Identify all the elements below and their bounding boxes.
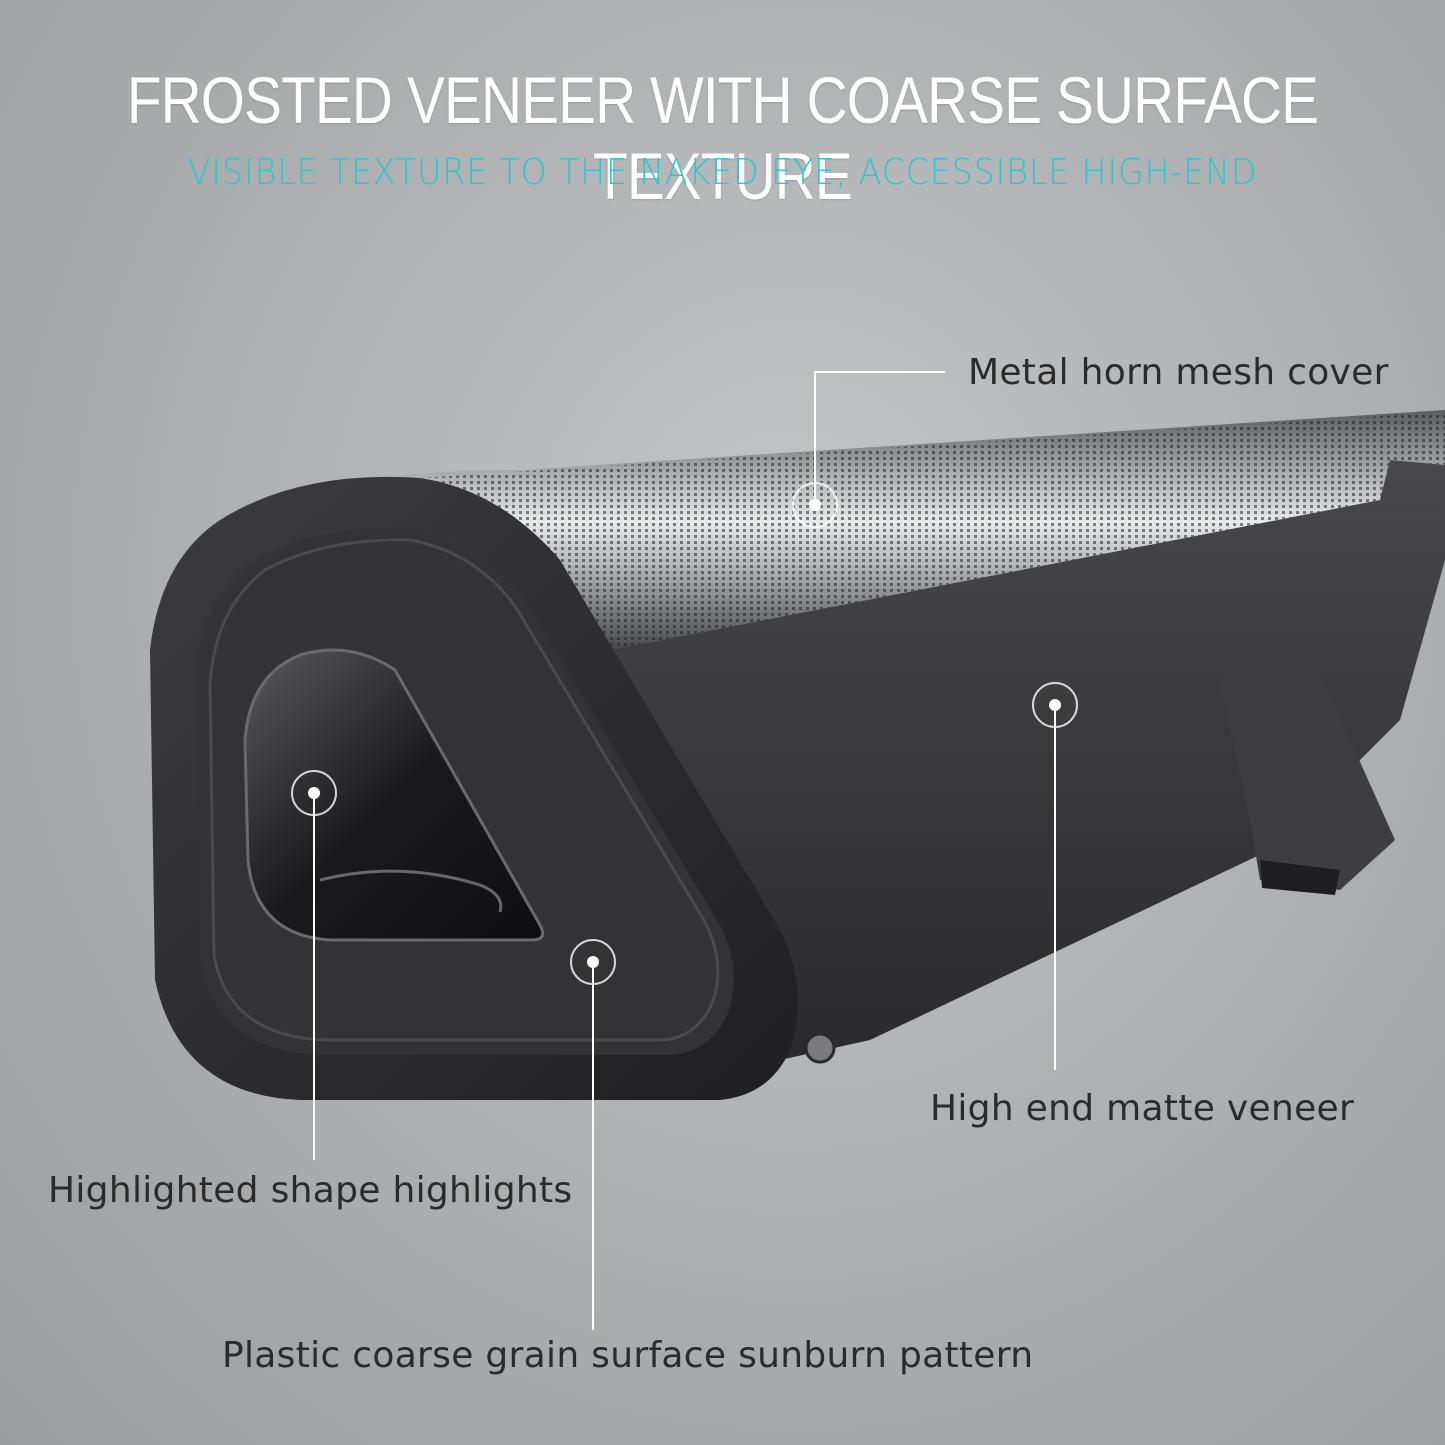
callout-matte-veneer: High end matte veneer <box>930 1088 1355 1129</box>
callout-shape-highlights: Highlighted shape highlights <box>48 1170 573 1211</box>
callout-mesh-cover: Metal horn mesh cover <box>968 352 1389 393</box>
callout-markers <box>291 482 1078 985</box>
page-title: FROSTED VENEER WITH COARSE SURFACE TEXTU… <box>126 63 1319 213</box>
callout-plastic-grain: Plastic coarse grain surface sunburn pat… <box>222 1335 1034 1376</box>
page-subtitle: VISIBLE TEXTURE TO THE NAKED EYE, ACCESS… <box>187 152 1258 193</box>
screw <box>804 1032 836 1064</box>
callout-lines <box>313 371 1056 1330</box>
teardrop-highlight <box>243 648 545 942</box>
soundbar-stand <box>1220 639 1395 890</box>
